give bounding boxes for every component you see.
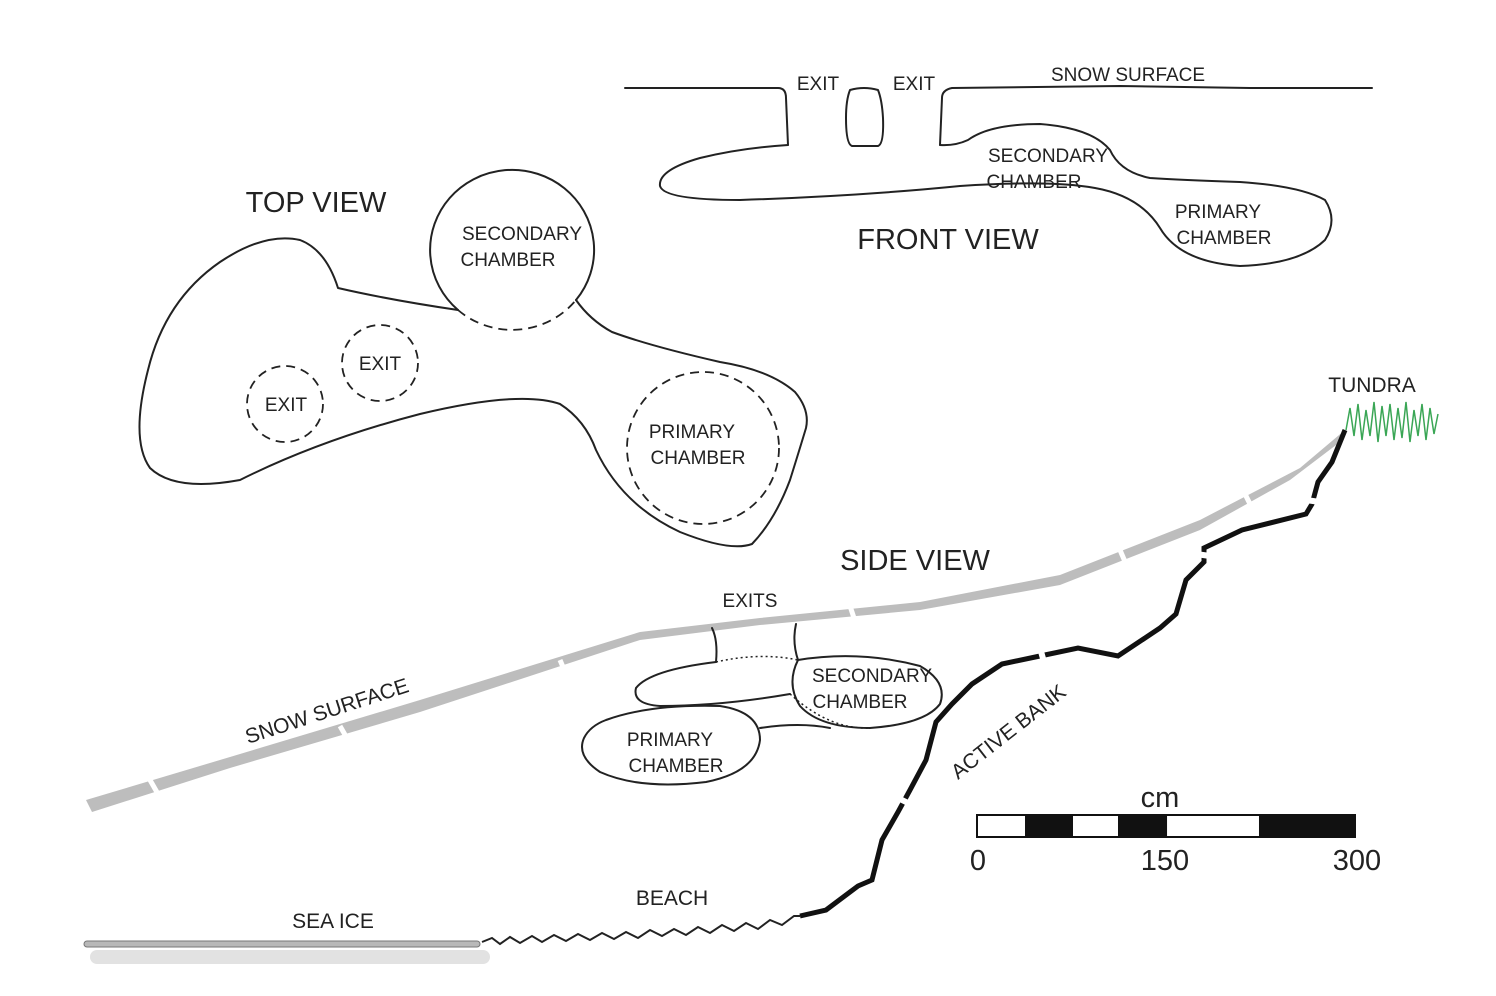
sea-ice-bar <box>83 940 481 948</box>
active-bank-label: ACTIVE BANK <box>947 680 1071 784</box>
sea-ice-label: SEA ICE <box>292 910 374 933</box>
side-exits-label: EXITS <box>723 591 778 612</box>
front-view: EXIT EXIT SNOW SURFACE SECONDARY CHAMBER… <box>624 65 1373 267</box>
scale-segment-5 <box>1258 815 1355 837</box>
top-view: TOP VIEW SECONDARY CHAMBER PRIMARY CHAMB… <box>138 168 808 548</box>
scale-segments <box>977 815 1355 837</box>
top-secondary-label-1: SECONDARY <box>462 224 582 245</box>
scale-frame <box>976 814 1356 838</box>
scale-tick-150: 150 <box>1141 845 1189 877</box>
top-primary-label-2: CHAMBER <box>650 448 745 469</box>
snow-break <box>557 659 569 675</box>
front-den-outline <box>658 123 1333 267</box>
top-exit-circle-1 <box>246 365 324 443</box>
beach-label: BEACH <box>636 887 708 910</box>
top-secondary-label-2: CHAMBER <box>460 250 555 271</box>
front-secondary-label-1: SECONDARY <box>988 146 1108 167</box>
snow-break <box>847 605 857 619</box>
side-secondary-dotted <box>789 693 871 729</box>
side-exit-dotted-link <box>715 655 799 663</box>
scale-tick-0: 0 <box>970 845 986 877</box>
side-primary-connector <box>759 724 831 729</box>
active-bank-line <box>799 429 1348 919</box>
snow-break <box>1242 492 1255 510</box>
side-snow-surface-breaks <box>147 492 1255 796</box>
bank-break <box>1037 647 1047 663</box>
front-snow-surface-label: SNOW SURFACE <box>1051 65 1205 86</box>
side-secondary-label-1: SECONDARY <box>812 666 932 687</box>
side-view-title: SIDE VIEW <box>840 545 990 577</box>
front-primary-label-1: PRIMARY <box>1175 202 1262 223</box>
sea-ice-shadow <box>90 950 490 964</box>
top-exit-label-1: EXIT <box>265 395 308 416</box>
snow-break <box>147 778 161 796</box>
front-snow-surface-line <box>624 85 1373 146</box>
front-primary-label-2: CHAMBER <box>1176 228 1271 249</box>
top-exit-label-2: EXIT <box>359 354 402 375</box>
top-primary-chamber-circle <box>626 371 780 525</box>
side-primary-label-2: CHAMBER <box>628 756 723 777</box>
side-exit-tunnel-right <box>793 623 799 661</box>
side-exit-tunnel-left <box>711 627 718 663</box>
front-exit-right-label: EXIT <box>893 74 936 95</box>
side-secondary-chamber <box>791 655 943 729</box>
front-exit-left-label: EXIT <box>797 74 840 95</box>
top-exit-circle-2 <box>341 324 419 402</box>
scale-segment-0 <box>977 815 1026 837</box>
scale-segment-2 <box>1073 815 1118 837</box>
tundra-label: TUNDRA <box>1328 374 1416 397</box>
side-upper-passage <box>634 661 791 707</box>
scale-segment-4 <box>1167 815 1259 837</box>
bank-break <box>1305 497 1321 505</box>
scale-bar: cm 0 150 300 <box>970 782 1381 877</box>
front-exit-pillar <box>845 87 885 147</box>
front-secondary-label-2: CHAMBER <box>986 172 1081 193</box>
side-snow-surface-band <box>86 430 1345 812</box>
scale-segment-3 <box>1117 815 1168 837</box>
front-view-title: FRONT VIEW <box>857 224 1039 256</box>
top-view-title: TOP VIEW <box>246 187 387 219</box>
bank-break <box>1195 551 1211 559</box>
top-den-outline <box>138 237 808 548</box>
snow-break <box>337 724 351 742</box>
scale-tick-300: 300 <box>1333 845 1381 877</box>
beach-line <box>481 915 800 946</box>
side-view: SIDE VIEW EXITS SECONDARY CHAMBER PRIMAR… <box>83 374 1439 964</box>
active-bank-breaks <box>896 497 1321 807</box>
side-primary-chamber <box>581 704 761 786</box>
top-primary-label-1: PRIMARY <box>649 422 736 443</box>
side-primary-label-1: PRIMARY <box>627 730 714 751</box>
side-secondary-label-2: CHAMBER <box>812 692 907 713</box>
top-secondary-chamber-dashed <box>457 299 577 331</box>
snow-break <box>1117 549 1129 565</box>
tundra-grass <box>1345 401 1439 443</box>
top-secondary-chamber-solid <box>429 168 596 311</box>
scale-unit-label: cm <box>1141 782 1180 814</box>
bank-break <box>896 795 912 807</box>
scale-segment-1 <box>1025 815 1074 837</box>
